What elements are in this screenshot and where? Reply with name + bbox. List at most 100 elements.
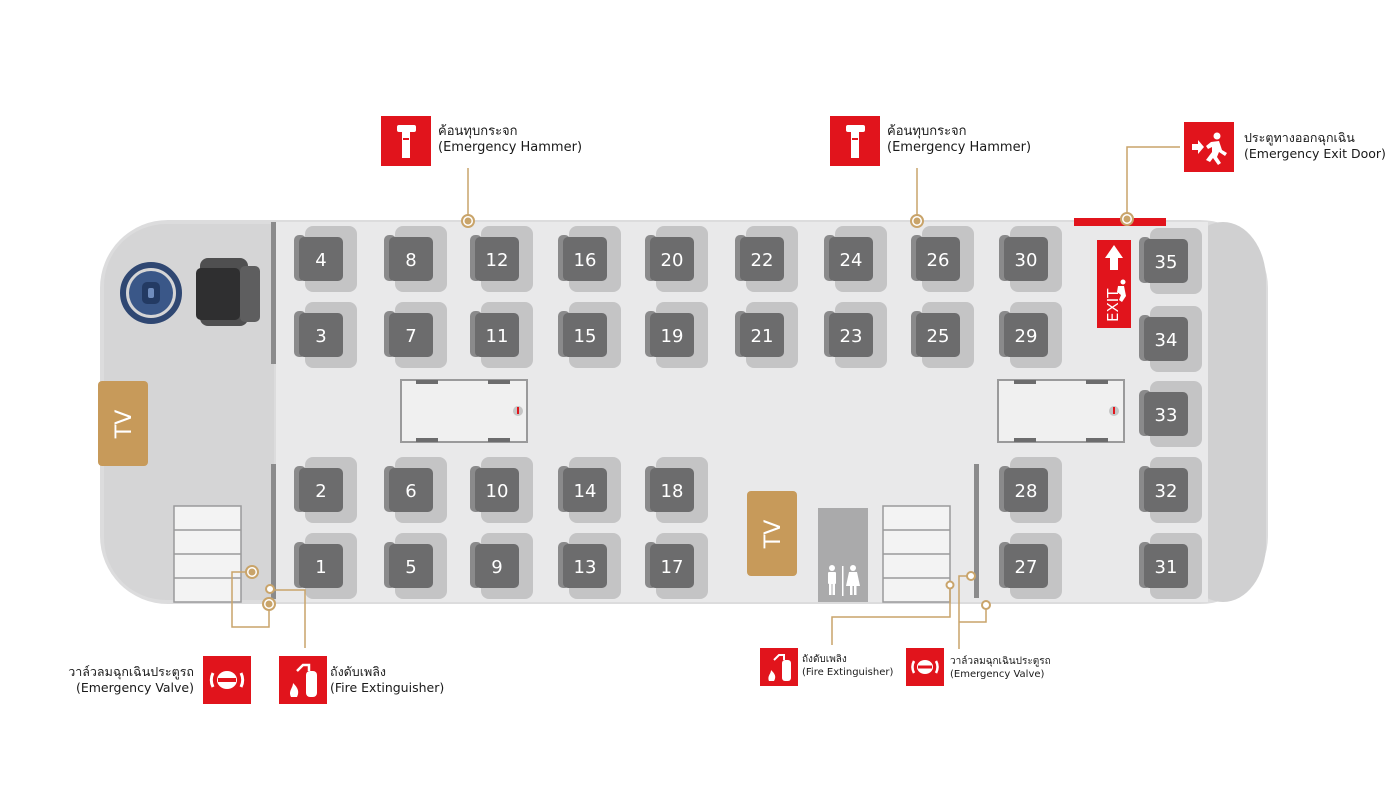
front-door-stairs	[173, 505, 242, 603]
seat-24[interactable]: 24	[824, 226, 887, 292]
seat-cushion	[916, 313, 960, 357]
tv-middle: TV	[747, 491, 797, 576]
seat-cushion	[1144, 392, 1188, 436]
seat-16[interactable]: 16	[558, 226, 621, 292]
seat-18[interactable]: 18	[645, 457, 708, 523]
seat-5[interactable]: 5	[384, 533, 447, 599]
seat-number: 33	[1155, 405, 1178, 426]
seat-cushion	[389, 468, 433, 512]
seat-number: 24	[840, 250, 863, 271]
seat-number: 23	[840, 326, 863, 347]
seat-cushion	[650, 313, 694, 357]
seat-32[interactable]: 32	[1139, 457, 1202, 523]
seat-7[interactable]: 7	[384, 302, 447, 368]
seat-27[interactable]: 27	[999, 533, 1062, 599]
hammer-callout-2-en: (Emergency Hammer)	[887, 140, 1032, 156]
seat-20[interactable]: 20	[645, 226, 708, 292]
extinguisher-front-callout-en: (Fire Extinguisher)	[330, 679, 445, 695]
seat-number: 15	[574, 326, 597, 347]
seat-number: 7	[405, 326, 416, 347]
seat-1[interactable]: 1	[294, 533, 357, 599]
valve-icon	[203, 656, 251, 704]
hammer-callout-2: ค้อนทุบกระจก (Emergency Hammer)	[887, 124, 1031, 157]
seat-28[interactable]: 28	[999, 457, 1062, 523]
seat-26[interactable]: 26	[911, 226, 974, 292]
seat-number: 21	[751, 326, 774, 347]
fire-extinguisher-icon	[279, 656, 327, 704]
running-person-icon	[1117, 279, 1126, 302]
seat-2[interactable]: 2	[294, 457, 357, 523]
seat-cushion	[650, 237, 694, 281]
hammer-callout-1-en: (Emergency Hammer)	[438, 140, 583, 156]
seat-8[interactable]: 8	[384, 226, 447, 292]
seat-number: 12	[486, 250, 509, 271]
table-rear	[997, 379, 1125, 443]
middle-door-stairs	[882, 505, 951, 603]
table-front	[400, 379, 528, 443]
seat-cushion	[1004, 313, 1048, 357]
seat-14[interactable]: 14	[558, 457, 621, 523]
extinguisher-rear-callout-en: (Fire Extinguisher)	[802, 666, 894, 678]
seat-10[interactable]: 10	[470, 457, 533, 523]
seat-6[interactable]: 6	[384, 457, 447, 523]
exit-sign-label: EXIT	[1104, 288, 1122, 322]
seat-cushion	[563, 237, 607, 281]
seat-number: 13	[574, 557, 597, 578]
seat-25[interactable]: 25	[911, 302, 974, 368]
seat-number: 5	[405, 557, 416, 578]
seat-15[interactable]: 15	[558, 302, 621, 368]
fire-extinguisher-icon	[760, 648, 798, 686]
seat-cushion	[475, 237, 519, 281]
seat-number: 18	[661, 481, 684, 502]
seat-34[interactable]: 34	[1139, 306, 1202, 372]
seat-30[interactable]: 30	[999, 226, 1062, 292]
seat-cushion	[916, 237, 960, 281]
seat-3[interactable]: 3	[294, 302, 357, 368]
exit-door-callout-th: ประตูทางออกฉุกเฉิน	[1244, 130, 1355, 145]
seat-number: 6	[405, 481, 416, 502]
toilet	[818, 508, 868, 602]
seat-cushion	[1004, 237, 1048, 281]
seat-number: 16	[574, 250, 597, 271]
seat-number: 30	[1015, 250, 1038, 271]
seat-number: 35	[1155, 252, 1178, 273]
seat-number: 3	[315, 326, 326, 347]
valve-rear-callout-en: (Emergency Valve)	[950, 668, 1045, 680]
seat-cushion	[1144, 317, 1188, 361]
seat-13[interactable]: 13	[558, 533, 621, 599]
seat-9[interactable]: 9	[470, 533, 533, 599]
seat-31[interactable]: 31	[1139, 533, 1202, 599]
seat-cushion	[299, 544, 343, 588]
seat-33[interactable]: 33	[1139, 381, 1202, 447]
extinguisher-front-callout: ถังดับเพลิง (Fire Extinguisher)	[330, 664, 444, 695]
seat-cushion	[475, 468, 519, 512]
seat-22[interactable]: 22	[735, 226, 798, 292]
valve-rear-callout-th: วาล์วลมฉุกเฉินประตูรถ	[950, 656, 1051, 667]
running-exit-icon	[1184, 122, 1234, 172]
valve-front-callout-th: วาล์วลมฉุกเฉินประตูรถ	[68, 664, 194, 679]
seat-number: 4	[315, 250, 326, 271]
seat-number: 17	[661, 557, 684, 578]
seat-cushion	[1144, 239, 1188, 283]
seat-35[interactable]: 35	[1139, 228, 1202, 294]
seat-29[interactable]: 29	[999, 302, 1062, 368]
valve-front-callout: วาล์วลมฉุกเฉินประตูรถ (Emergency Valve)	[68, 664, 194, 695]
seat-4[interactable]: 4	[294, 226, 357, 292]
seat-cushion	[389, 237, 433, 281]
seat-cushion	[1144, 468, 1188, 512]
exit-door-callout-en: (Emergency Exit Door)	[1244, 145, 1386, 161]
seat-cushion	[563, 544, 607, 588]
seat-21[interactable]: 21	[735, 302, 798, 368]
seat-number: 10	[486, 481, 509, 502]
seat-11[interactable]: 11	[470, 302, 533, 368]
seat-number: 9	[491, 557, 502, 578]
seat-number: 1	[315, 557, 326, 578]
exit-door-callout: ประตูทางออกฉุกเฉิน (Emergency Exit Door)	[1244, 130, 1386, 161]
seat-17[interactable]: 17	[645, 533, 708, 599]
hammer-callout-1-th: ค้อนทุบกระจก	[438, 124, 518, 139]
seat-19[interactable]: 19	[645, 302, 708, 368]
restroom-icon	[828, 565, 860, 596]
seat-12[interactable]: 12	[470, 226, 533, 292]
seat-23[interactable]: 23	[824, 302, 887, 368]
